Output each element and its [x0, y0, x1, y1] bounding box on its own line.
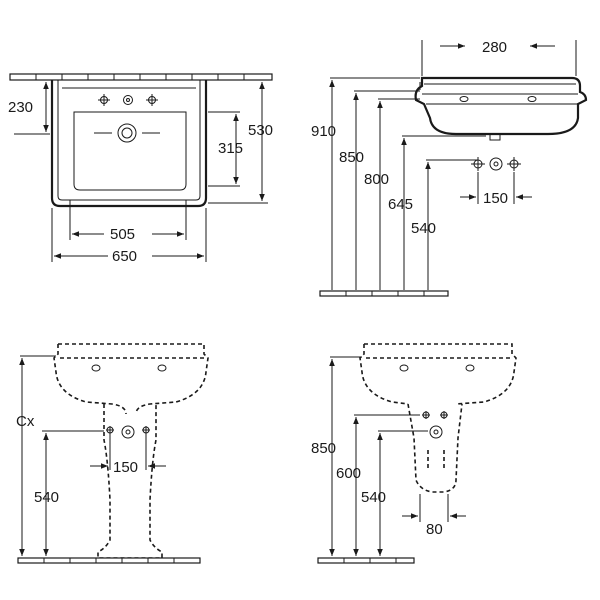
dim-645: 645	[388, 196, 413, 213]
dim-150-side: 150	[483, 190, 508, 207]
side-view: 280 910 850 800 645 540	[311, 39, 588, 297]
dim-80: 80	[426, 521, 443, 538]
dim-150-front: 150	[113, 459, 138, 476]
bowl-outline	[73, 111, 187, 191]
dim-540-pedestal: 540	[361, 489, 386, 506]
basin-outline-side	[414, 76, 588, 136]
basin-dashed-front	[53, 343, 209, 415]
dim-cx: Cx	[16, 413, 35, 430]
dim-910: 910	[311, 123, 336, 140]
pedestal-dashed-front	[97, 404, 163, 559]
dim-850-pedestal: 850	[311, 440, 336, 457]
dim-800: 800	[364, 171, 389, 188]
tap-holes-side	[471, 157, 521, 171]
dim-540-front: 540	[34, 489, 59, 506]
dim-315: 315	[218, 140, 243, 157]
basin-outline-plan	[50, 80, 208, 208]
dim-505: 505	[110, 226, 135, 243]
front-pedestal-view: 150 Cx 540	[16, 343, 209, 564]
drain-plan	[94, 123, 160, 143]
dim-650: 650	[112, 248, 137, 265]
dim-540-side: 540	[411, 220, 436, 237]
dim-280: 280	[482, 39, 507, 56]
floor-front	[17, 557, 201, 564]
dim-530: 530	[248, 122, 273, 139]
floor-side-pedestal	[317, 557, 415, 564]
dim-600: 600	[336, 465, 361, 482]
dim-850: 850	[339, 149, 364, 166]
basin-dashed-side	[359, 343, 517, 405]
tap-holes-plan	[98, 94, 158, 106]
plan-view: 230 530 315 505 650	[8, 73, 273, 265]
floor-side	[319, 290, 449, 297]
wall-strip	[9, 73, 273, 81]
dim-230: 230	[8, 99, 33, 116]
side-pedestal-view: 80 850 600 540	[311, 343, 517, 564]
pedestal-dashed-side	[407, 403, 463, 493]
